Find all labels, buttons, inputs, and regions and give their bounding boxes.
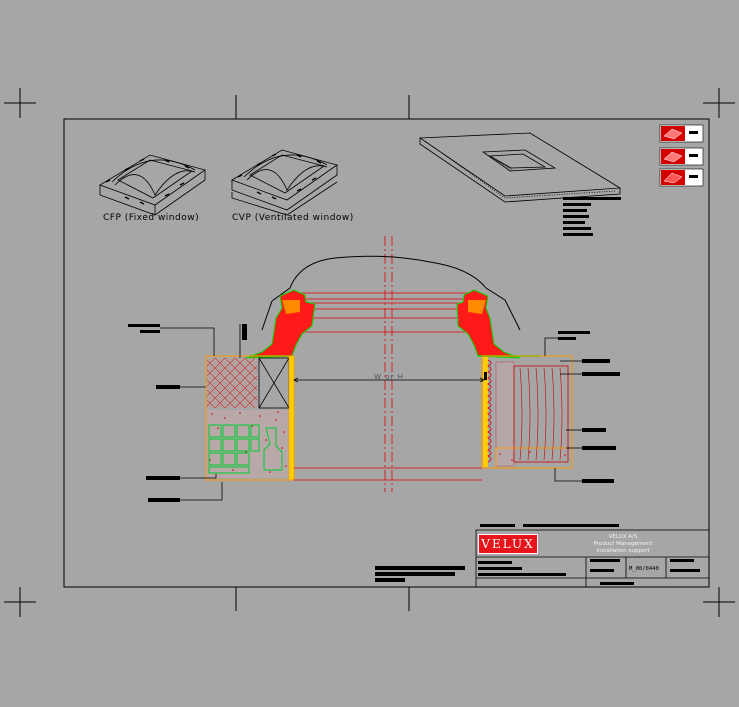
sheet-frame xyxy=(63,118,710,588)
company-name: VELUX A/S xyxy=(608,534,638,540)
document-number: M_00/0440 xyxy=(629,566,659,572)
dome-thumbnail-2-icon[interactable] xyxy=(659,147,704,166)
crop-marks xyxy=(4,88,735,617)
cfp-dome-sketch xyxy=(99,154,206,216)
dome-thumbnail-1-icon[interactable] xyxy=(659,124,704,143)
dimension-line xyxy=(293,377,485,383)
left-frame-profile xyxy=(245,289,316,359)
department-name: Product Management xyxy=(593,541,653,547)
roof-panel-sketch xyxy=(418,132,622,203)
thumbnail-column xyxy=(659,124,704,187)
centerline xyxy=(384,236,393,492)
caption-cfp: CFP (Fixed window) xyxy=(103,213,200,223)
glazing-panes xyxy=(300,292,475,333)
dome-shell-left-edge xyxy=(261,300,273,331)
opening-lines xyxy=(294,467,482,481)
right-wall-section xyxy=(481,355,573,469)
right-callout-labels xyxy=(558,331,620,483)
support-name: Installation support xyxy=(596,548,650,554)
right-frame-profile xyxy=(456,289,540,359)
roof-panel-notes xyxy=(563,197,621,236)
left-wall-section xyxy=(205,355,295,481)
left-callout-labels xyxy=(128,324,247,502)
bottom-notes xyxy=(375,566,465,582)
left-callouts xyxy=(160,324,241,501)
dimension-label: W or H xyxy=(374,373,404,381)
velux-logo: VELUX xyxy=(478,534,538,554)
dome-thumbnail-3-icon[interactable] xyxy=(659,168,704,187)
caption-cvp: CVP (Ventilated window) xyxy=(232,213,354,223)
title-block xyxy=(475,529,710,588)
cvp-dome-sketch xyxy=(231,149,338,216)
title-block-fills xyxy=(478,524,700,585)
right-callouts xyxy=(544,337,582,482)
dome-shell xyxy=(271,255,521,331)
